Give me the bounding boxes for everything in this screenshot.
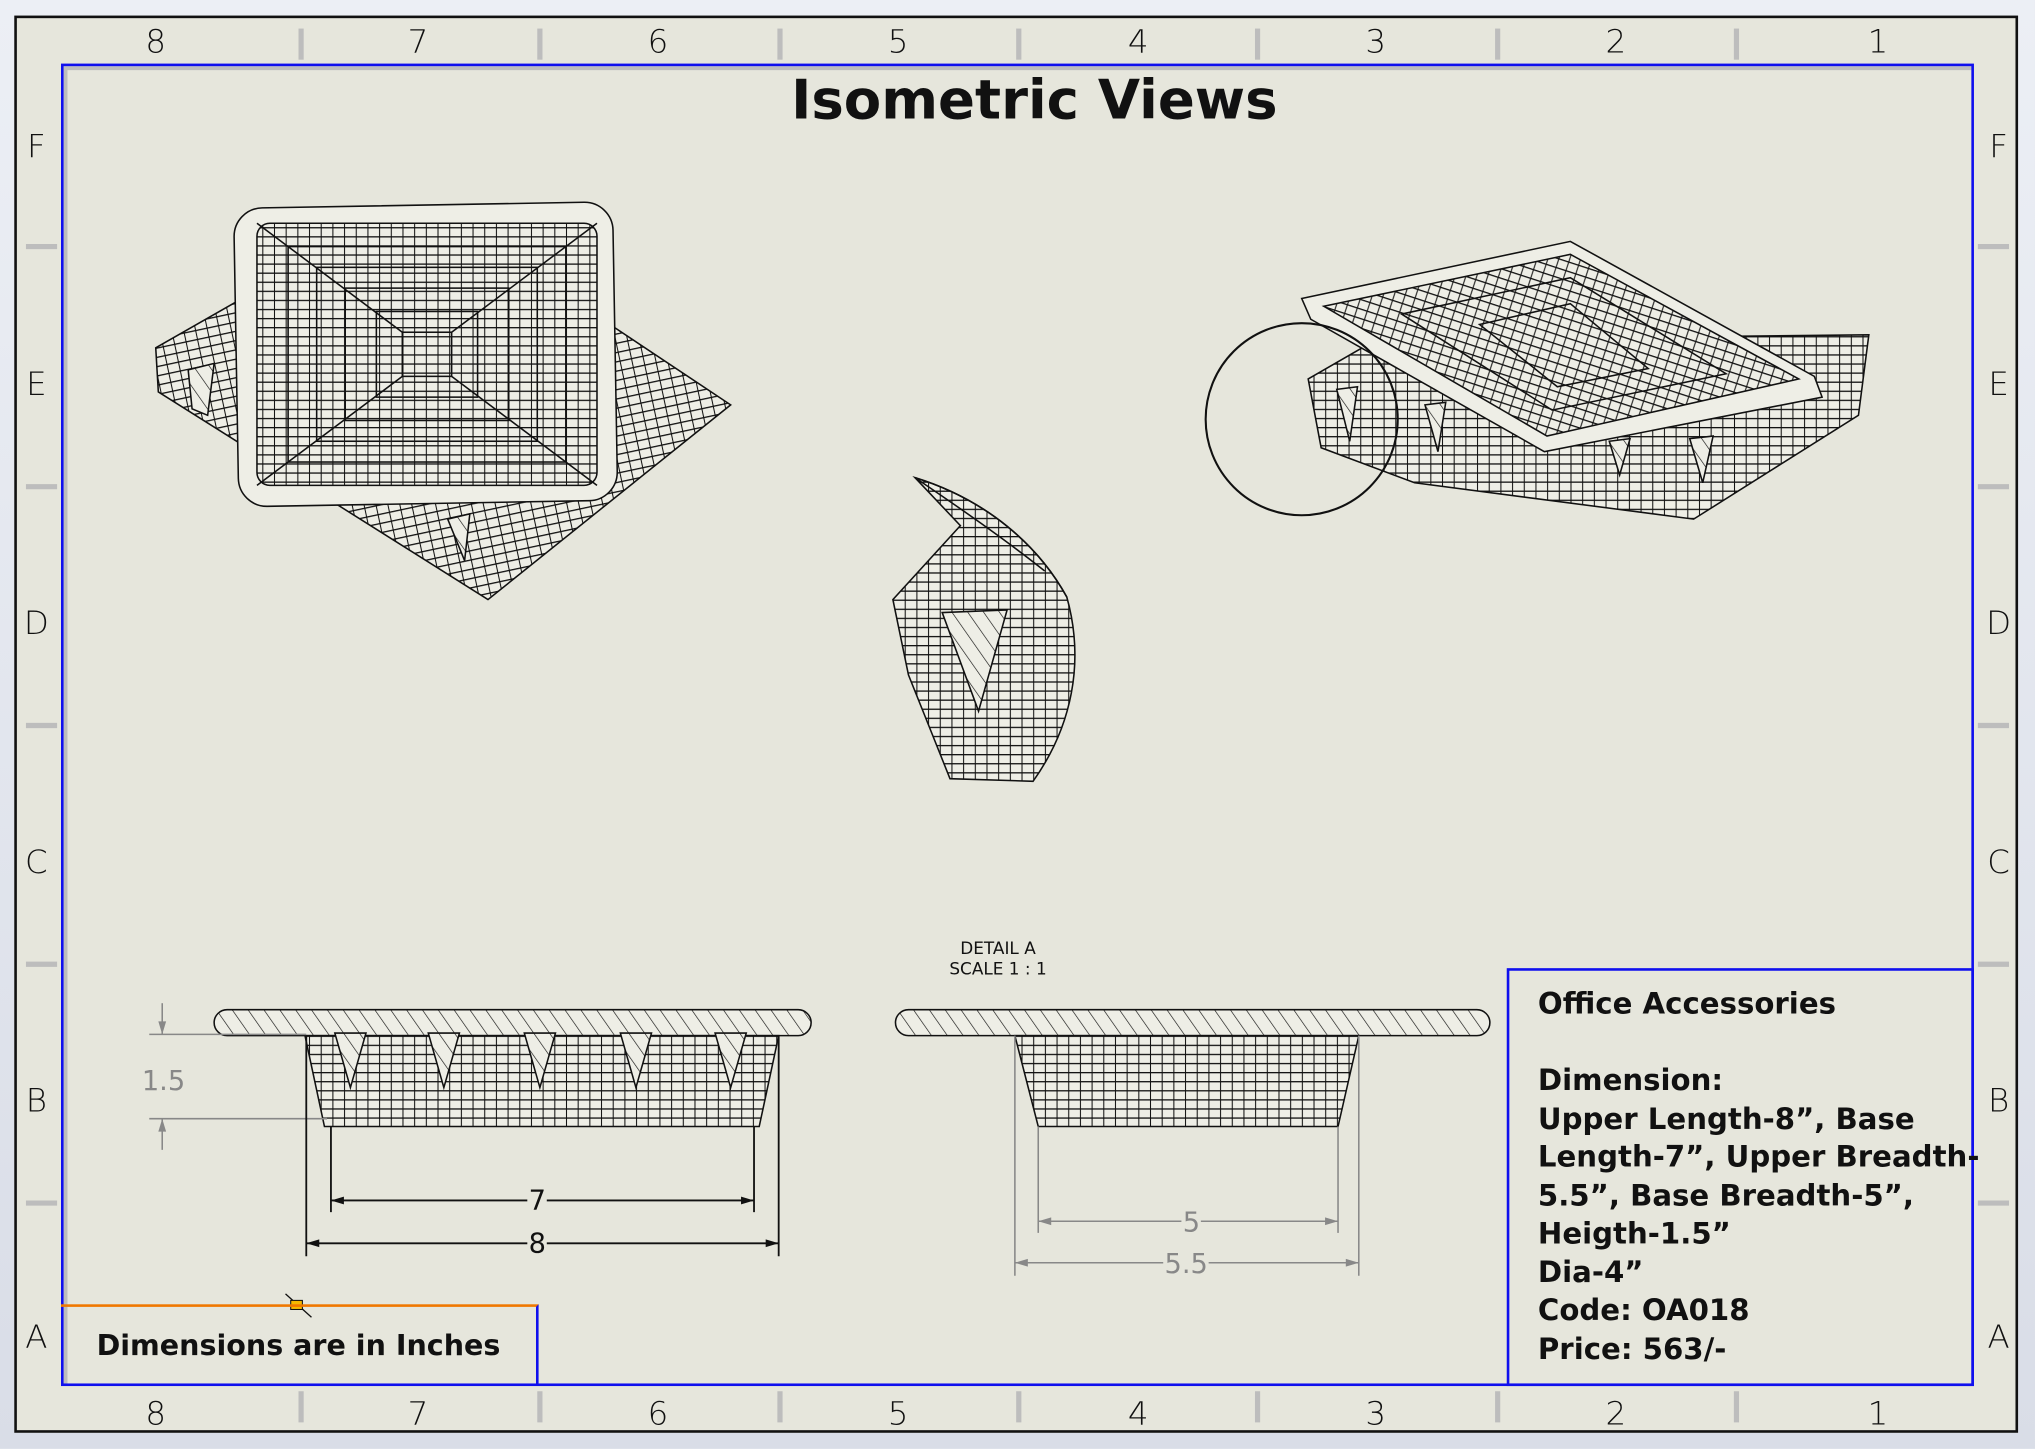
- title-block[interactable]: Office Accessories Dimension: Upper Leng…: [1506, 968, 1980, 1387]
- title-block-product: Office Accessories: [1537, 987, 1837, 1022]
- dimension-upper-breadth[interactable]: 5.5: [1163, 1248, 1210, 1280]
- title-block-line: Dia-4”: [1537, 1255, 1644, 1290]
- zone-col-label: 2: [1605, 1394, 1627, 1433]
- zone-row-label: F: [27, 127, 46, 166]
- zone-col-label: 6: [647, 22, 669, 61]
- zone-row-label: C: [1987, 842, 2010, 881]
- zone-row-label: B: [25, 1081, 47, 1120]
- title-block-line: Heigth-1.5”: [1537, 1217, 1731, 1252]
- zone-col-label: 3: [1365, 22, 1386, 61]
- zone-row-label: A: [1987, 1317, 2010, 1356]
- drawing-border: [60, 63, 1974, 1387]
- front-view: [213, 1008, 812, 1128]
- zone-row-label: E: [26, 365, 47, 403]
- zone-row-label: D: [1986, 604, 2012, 642]
- dimension-lines: [149, 1003, 1360, 1276]
- detail-view-a: [892, 475, 1076, 783]
- zone-col-label: 4: [1127, 22, 1149, 61]
- zone-col-label: 3: [1365, 1394, 1386, 1433]
- zone-col-label: 5: [887, 22, 909, 61]
- zone-col-label: 1: [1867, 22, 1889, 61]
- zone-row-label: D: [23, 604, 49, 642]
- detail-a-circle: [1204, 322, 1399, 517]
- title-block-line: Length-7”, Upper Breadth-: [1537, 1140, 1980, 1175]
- detail-scale: SCALE 1 : 1: [949, 960, 1047, 980]
- title-block-line: Dimension:: [1537, 1064, 1724, 1098]
- units-note[interactable]: Dimensions are in Inches: [60, 1304, 539, 1387]
- dimension-base-length[interactable]: 7: [527, 1184, 548, 1217]
- zone-col-label: 8: [145, 1394, 167, 1433]
- isometric-view-angled: [1204, 240, 1870, 520]
- zone-row-label: E: [1988, 365, 2009, 403]
- zone-col-label: 4: [1127, 1394, 1149, 1433]
- title-block-line: 5.5”, Base Breadth-5”,: [1537, 1179, 1914, 1213]
- zone-col-label: 7: [407, 22, 429, 61]
- title-block-line: Upper Length-8”, Base: [1537, 1102, 1915, 1137]
- zone-col-label: 8: [145, 22, 167, 61]
- isometric-view-top: [154, 201, 732, 601]
- drawing-title: Isometric Views: [791, 68, 1278, 132]
- zone-col-label: 5: [887, 1394, 909, 1433]
- title-block-line: Code: OA018: [1537, 1293, 1750, 1328]
- units-note-text: Dimensions are in Inches: [96, 1330, 501, 1363]
- zone-col-label: 7: [407, 1394, 429, 1433]
- detail-name: DETAIL A: [960, 939, 1036, 960]
- dimension-base-breadth[interactable]: 5: [1181, 1206, 1202, 1239]
- zone-col-label: 6: [647, 1394, 669, 1433]
- zone-row-label: A: [25, 1317, 48, 1356]
- detail-label: DETAIL A SCALE 1 : 1: [949, 940, 1046, 982]
- zone-row-label: F: [1989, 127, 2008, 166]
- title-block-line: Price: 563/-: [1537, 1332, 1727, 1366]
- zone-row-label: C: [25, 842, 48, 881]
- zone-col-label: 2: [1605, 22, 1627, 61]
- side-view: [894, 1008, 1491, 1128]
- dimension-upper-length[interactable]: 8: [527, 1227, 548, 1259]
- zone-row-label: B: [1987, 1081, 2010, 1120]
- dimension-height[interactable]: 1.5: [140, 1065, 187, 1097]
- zone-col-label: 1: [1867, 1394, 1889, 1433]
